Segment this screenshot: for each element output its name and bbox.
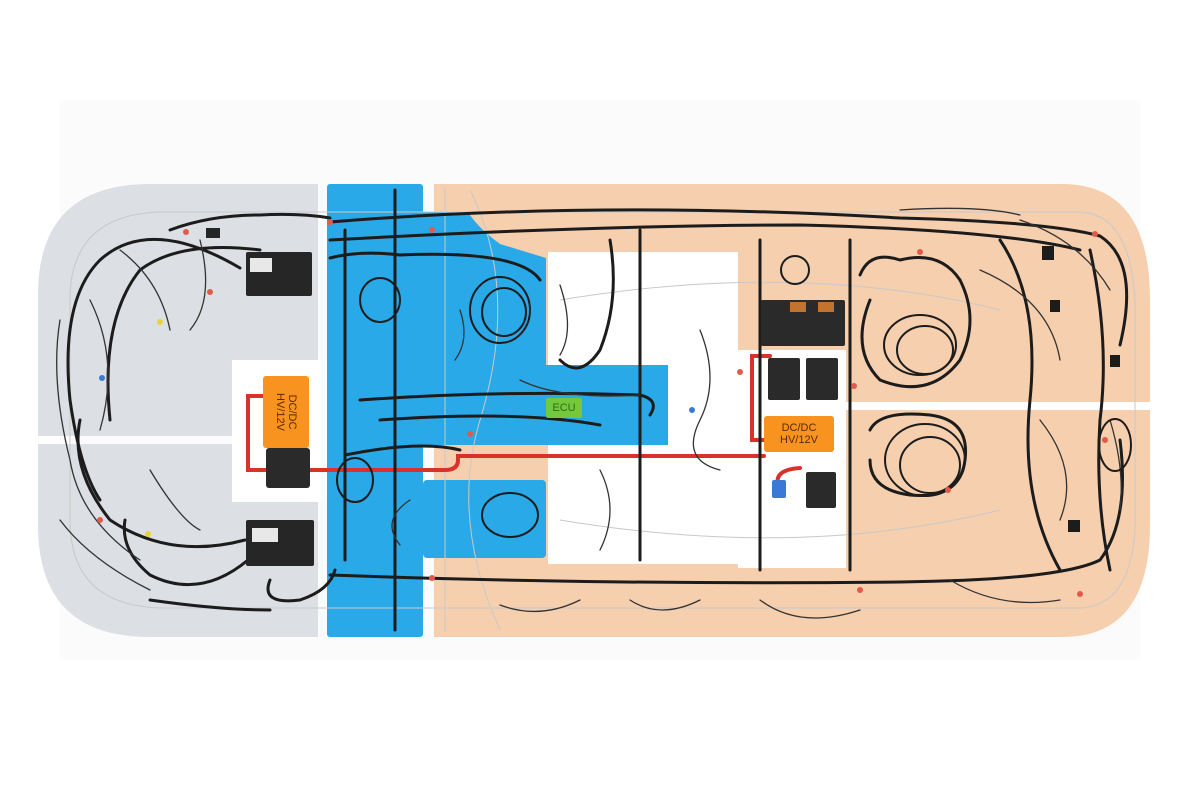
control-unit-3	[806, 472, 836, 508]
connector-blue	[772, 480, 786, 498]
ecu-module: ECU	[546, 398, 582, 418]
dcdc-front-label: DC/DC HV/12V	[273, 393, 298, 431]
electronic-modules	[206, 228, 1120, 566]
control-unit-2	[806, 358, 838, 400]
main-harness	[66, 188, 1129, 632]
coiled-cables	[336, 255, 1132, 538]
thin-wiring	[56, 207, 1122, 619]
control-unit-1	[768, 358, 800, 400]
battery-module	[266, 448, 310, 488]
hv-cable	[246, 354, 802, 492]
dcdc-converter-front: DC/DC HV/12V	[263, 376, 309, 448]
rear-left-fuse-box	[246, 520, 314, 566]
connector-markers	[97, 219, 1108, 597]
dcdc-converter-rear: DC/DC HV/12V	[764, 416, 834, 452]
